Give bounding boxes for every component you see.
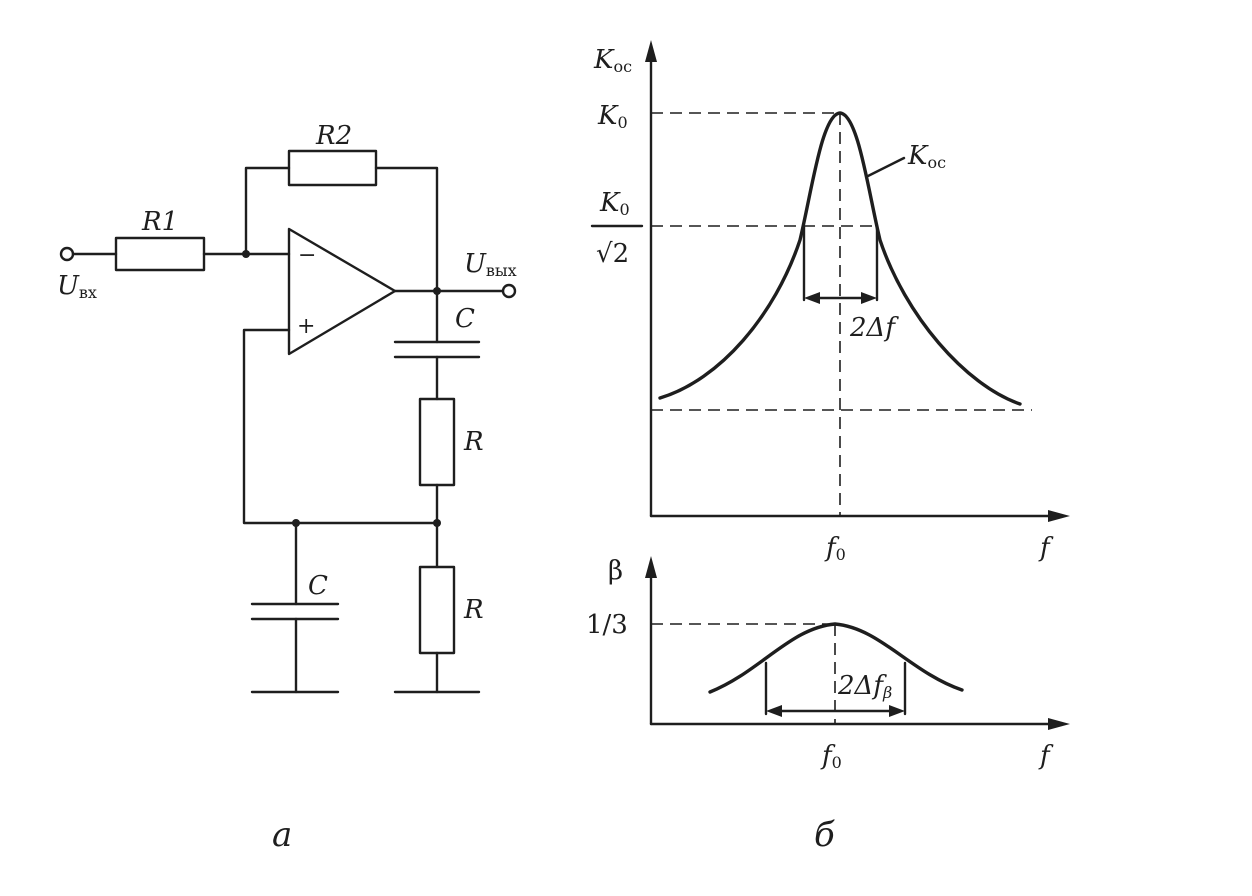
beta-plot-y-label: β <box>608 556 623 586</box>
gain-plot: Kос K0 K0 √2 Kос 2Δf f0 f <box>590 40 1070 564</box>
label-r1: R1 <box>141 207 178 237</box>
gain-plot-curve <box>658 111 1022 406</box>
resistor-ground-r <box>418 565 456 655</box>
wire-feedback-left <box>244 166 291 256</box>
label-c-ground: C <box>308 571 328 601</box>
label-r-ground: R <box>463 595 484 625</box>
gain-plot-band-arrow-right <box>861 292 877 304</box>
label-r2: R2 <box>315 121 352 151</box>
resistor-series-r <box>418 397 456 487</box>
beta-plot-bandwidth-label: 2Δfβ <box>837 671 892 702</box>
beta-plot: β 1/3 2Δfβ f0 f <box>586 556 1070 772</box>
gain-plot-y-label: Kос <box>593 45 632 76</box>
label-u-out: Uвых <box>464 249 517 280</box>
schematic: − + R1 R2 C R C R Uвх <box>57 121 517 694</box>
gain-plot-x-arrow <box>1048 510 1070 522</box>
beta-plot-x-label: f <box>1038 741 1054 771</box>
wire-feedback-right <box>374 166 439 293</box>
gain-plot-y-arrow <box>645 40 657 62</box>
label-c-series: C <box>455 304 475 334</box>
gain-plot-k0-sqrt2-denominator: √2 <box>596 239 629 269</box>
gain-plot-x-label: f <box>1038 533 1054 563</box>
beta-plot-band-arrow-right <box>889 705 905 717</box>
op-amp <box>287 227 397 356</box>
gain-plot-curve-leader <box>866 156 906 178</box>
gain-plot-band-arrow-left <box>804 292 820 304</box>
input-terminal <box>59 246 75 262</box>
gain-plot-k0-label: K0 <box>597 101 628 132</box>
op-amp-minus-sign: − <box>298 243 316 268</box>
beta-plot-f0-label: f0 <box>820 741 842 772</box>
label-r-series: R <box>463 427 484 457</box>
gain-plot-k0-sqrt2-numerator: K0 <box>599 188 630 219</box>
beta-plot-peak-label: 1/3 <box>586 610 628 640</box>
caption-a: а <box>272 815 292 855</box>
resistor-r1 <box>114 236 206 272</box>
op-amp-plus-sign: + <box>297 314 315 339</box>
beta-plot-x-arrow <box>1048 718 1070 730</box>
gain-plot-f0-label: f0 <box>824 533 846 564</box>
beta-plot-y-arrow <box>645 556 657 578</box>
beta-plot-curve <box>708 622 964 694</box>
beta-plot-band-arrow-left <box>766 705 782 717</box>
gain-plot-bandwidth-label: 2Δf <box>849 313 899 343</box>
wire-noninverting-feedback <box>242 328 439 525</box>
resistor-r2 <box>287 149 378 187</box>
label-u-in: Uвх <box>57 271 97 302</box>
output-terminal <box>501 283 517 299</box>
caption-b: б <box>814 815 835 855</box>
gain-plot-curve-label: Kос <box>907 141 946 172</box>
